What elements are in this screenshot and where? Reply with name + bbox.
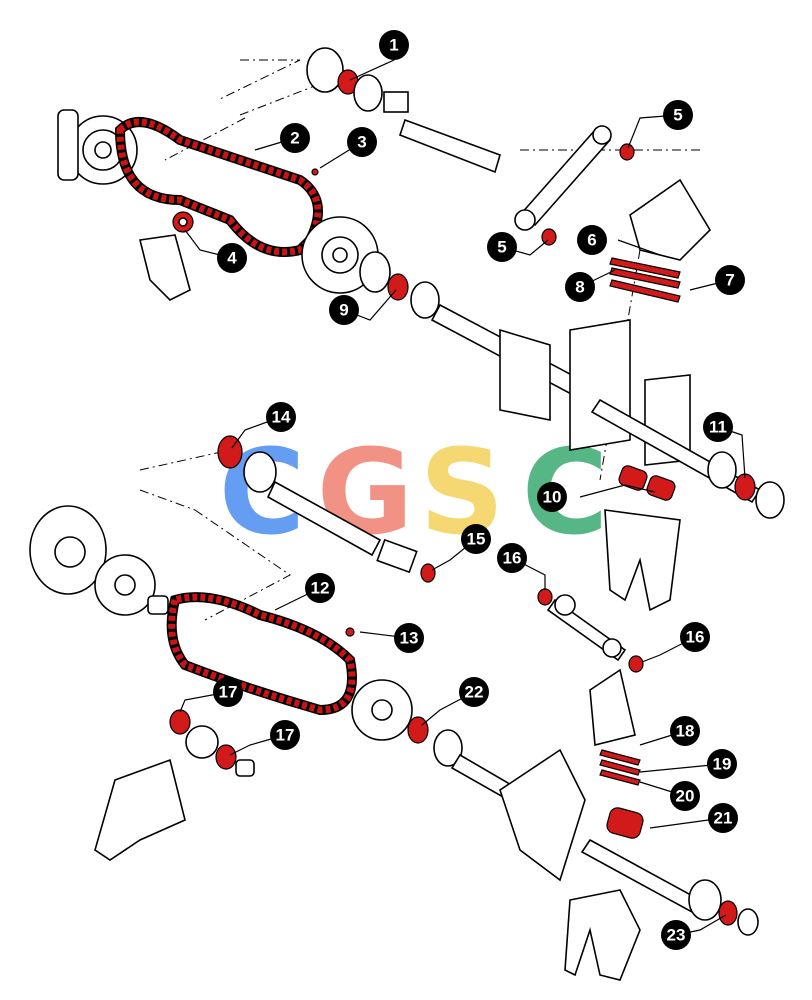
callout-label: 6 [587,231,596,250]
callout-label: 2 [290,129,299,148]
callout-12: 12 [305,573,335,603]
callout-label: 3 [357,133,366,152]
bushings-10 [618,465,676,501]
callout-label: 9 [339,301,348,320]
callout-11: 11 [703,412,733,442]
callout-label: 19 [713,755,732,774]
lower-chain [168,593,356,714]
callout-label: 5 [497,238,506,257]
callout-label: 8 [575,278,584,297]
callout-5b: 5 [487,232,517,262]
callout-label: 16 [686,628,705,647]
lower-assembly [29,435,759,981]
driven-sprocket [301,216,379,294]
lower-frame [499,668,759,981]
upper-assembly [57,47,785,612]
callout-20: 20 [670,781,700,811]
callout-label: 5 [673,106,682,125]
lower-drive-drum [29,505,169,616]
key-part-3 [311,168,319,176]
callout-label: 12 [311,579,330,598]
callout-label: 20 [676,787,695,806]
callout-label: 4 [227,249,237,268]
callout-1: 1 [379,30,409,60]
callout-19: 19 [707,749,737,779]
callout-15: 15 [461,524,491,554]
callout-10: 10 [537,482,567,512]
upper-linkage [514,125,712,303]
lower-driven-sprocket [351,679,522,804]
callout-16a: 16 [497,543,527,573]
callout-label: 7 [725,271,734,290]
callout-13: 13 [394,623,424,653]
callout-3: 3 [347,127,377,157]
drive-sprocket [57,109,138,185]
callout-8: 8 [565,272,595,302]
callout-18: 18 [670,716,700,746]
callout-21: 21 [708,803,738,833]
callout-label: 10 [543,488,562,507]
callout-label: 18 [676,722,695,741]
callout-9: 9 [329,295,359,325]
bearing-flange-top [306,47,501,174]
callout-17a: 17 [213,677,243,707]
callout-label: 23 [667,926,686,945]
knife-holder-upper [604,509,681,612]
lower-tensioner [94,709,255,861]
callout-5a: 5 [663,100,693,130]
callout-label: 1 [389,36,398,55]
callout-17b: 17 [270,720,300,750]
callout-16b: 16 [680,622,710,652]
callout-14: 14 [266,402,296,432]
callout-label: 15 [467,530,486,549]
callout-label: 21 [714,809,733,828]
callout-label: 14 [272,408,291,427]
callout-23: 23 [661,920,691,950]
lower-linkage [537,588,644,673]
main-frame [359,251,785,519]
callout-label: 17 [219,683,238,702]
callout-label: 16 [503,549,522,568]
tensioner-arm [139,211,194,301]
callout-2: 2 [280,123,310,153]
callout-label: 11 [709,418,727,437]
callout-label: 17 [276,726,295,745]
callout-label: 13 [400,629,419,648]
callout-7: 7 [715,265,745,295]
callout-4: 4 [217,243,247,273]
callout-22: 22 [459,677,489,707]
callout-label: 22 [465,683,484,702]
lower-shaft [217,435,436,583]
key-part-13 [345,627,355,637]
drive-chain [116,118,322,256]
callout-6: 6 [577,225,607,255]
